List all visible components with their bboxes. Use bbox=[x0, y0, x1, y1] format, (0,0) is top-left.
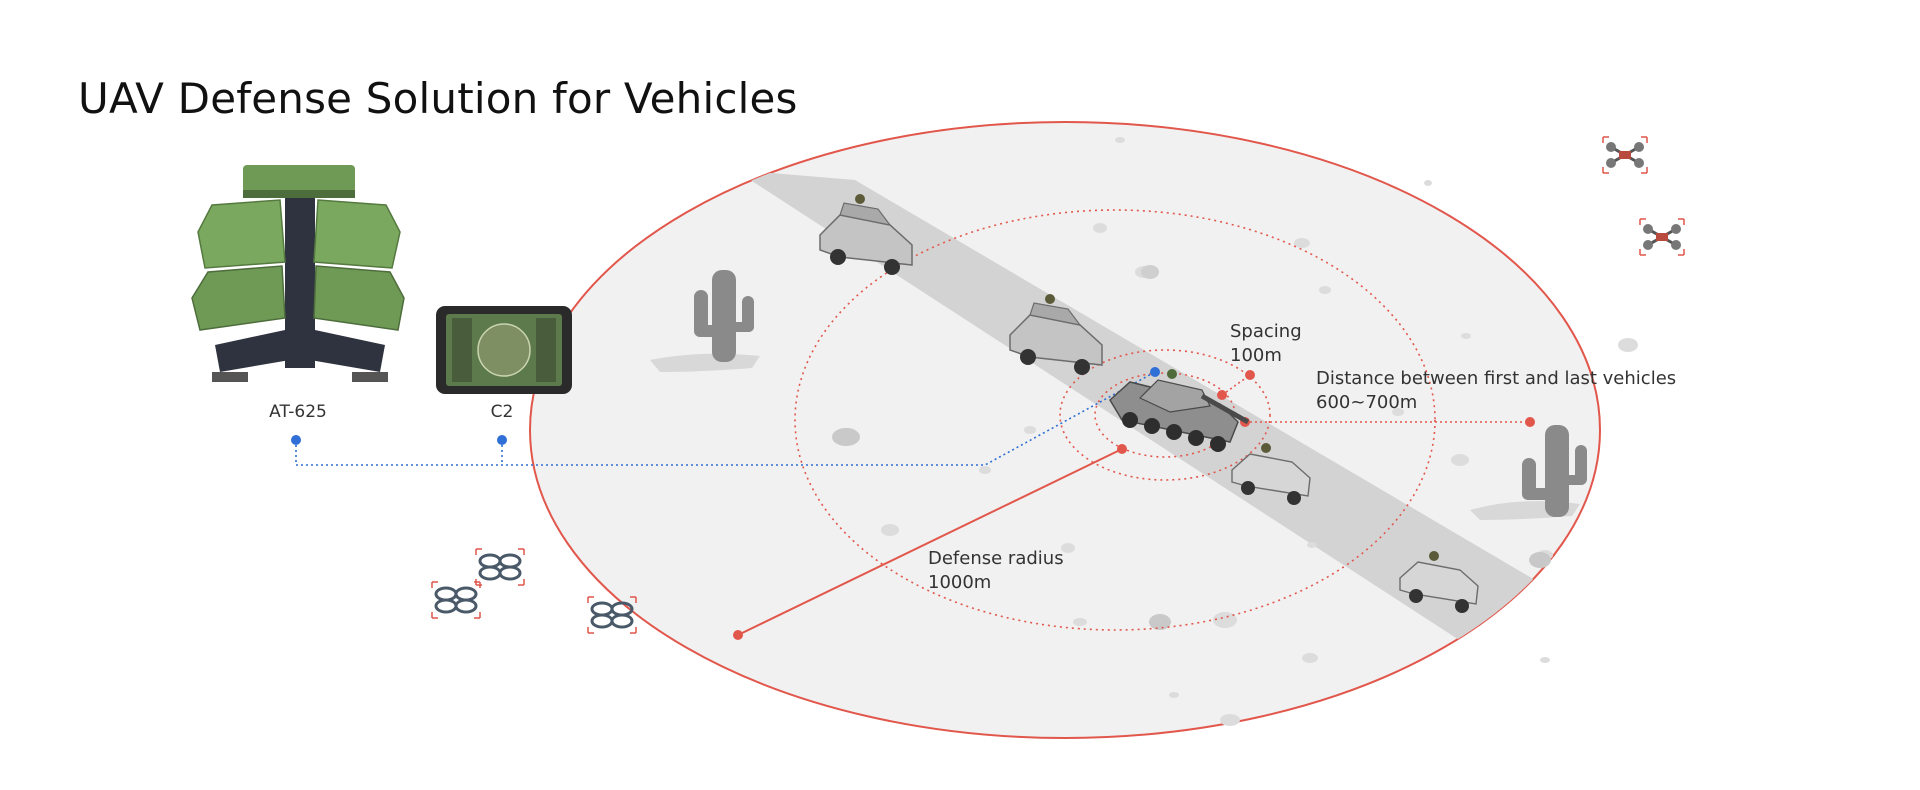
defense-radius-line bbox=[737, 448, 1123, 636]
radius-annotation: Defense radius 1000m bbox=[928, 547, 1064, 595]
spacing-ring bbox=[1059, 349, 1271, 481]
spacing-label: Spacing bbox=[1230, 321, 1302, 342]
outer-dotted-ring bbox=[794, 209, 1436, 631]
vehicle-armored-2 bbox=[1009, 294, 1103, 375]
cactus-left bbox=[650, 270, 760, 372]
spacing-dot-a bbox=[1217, 390, 1227, 400]
drone-quad-2 bbox=[431, 581, 481, 619]
drone-fpv-1 bbox=[1602, 136, 1648, 174]
distance-annotation: Distance between first and last vehicles… bbox=[1316, 367, 1676, 415]
vehicle-humvee-1 bbox=[1231, 443, 1311, 505]
distance-dot-b bbox=[1525, 417, 1535, 427]
defense-area-ground bbox=[529, 121, 1601, 739]
distance-label: Distance between first and last vehicles bbox=[1316, 368, 1677, 389]
radar-link-dot bbox=[291, 435, 301, 445]
radius-value: 1000m bbox=[928, 572, 992, 593]
radar-tower-at625 bbox=[191, 165, 405, 382]
spacing-annotation: Spacing 100m bbox=[1230, 320, 1302, 368]
page-title: UAV Defense Solution for Vehicles bbox=[78, 74, 798, 123]
device-link-line bbox=[295, 371, 1156, 466]
rock-boulders bbox=[832, 265, 1551, 630]
spacing-dot-b bbox=[1245, 370, 1255, 380]
tablet-link-dot bbox=[497, 435, 507, 445]
cactus-right bbox=[1470, 425, 1587, 520]
tablet-device-label: C2 bbox=[490, 402, 514, 422]
vehicle-humvee-2 bbox=[1399, 551, 1479, 613]
spacing-value: 100m bbox=[1230, 345, 1282, 366]
defense-radius-edge-dot bbox=[733, 630, 743, 640]
vehicle-armored-1 bbox=[819, 194, 913, 275]
vehicle-tank bbox=[1109, 369, 1250, 452]
radius-label: Defense radius bbox=[928, 548, 1064, 569]
distance-value: 600~700m bbox=[1316, 392, 1418, 413]
drone-quad-1 bbox=[475, 548, 525, 586]
drone-quad-3 bbox=[587, 596, 637, 634]
drone-fpv-2 bbox=[1639, 218, 1685, 256]
vehicle-link-dot bbox=[1150, 367, 1160, 377]
radar-device-label: AT-625 bbox=[269, 402, 327, 422]
spacing-line bbox=[1221, 374, 1251, 396]
defense-radius-center-dot bbox=[1117, 444, 1127, 454]
tablet-c2 bbox=[436, 306, 572, 394]
